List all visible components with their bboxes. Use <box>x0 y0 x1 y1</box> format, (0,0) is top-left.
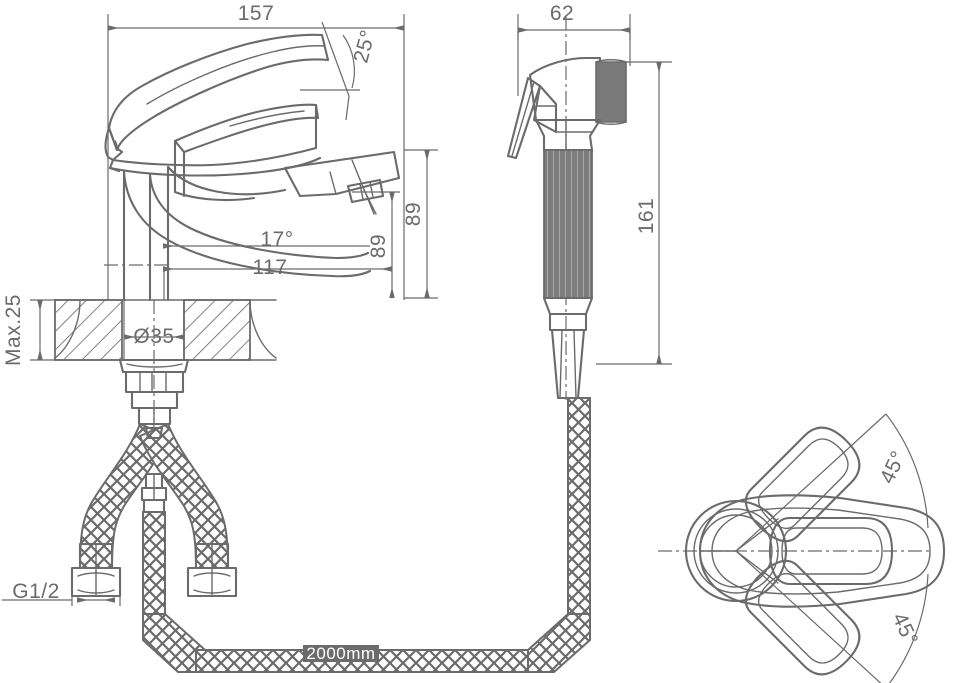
dim-swing-upper-label: 45° <box>876 447 911 487</box>
dim-handle-angle-label: 17° <box>260 228 293 251</box>
dim-overall-width-label: 157 <box>238 2 275 25</box>
dim-thread-size-label: G1/2 <box>12 580 60 603</box>
dim-hose-length-label: 2000mm <box>306 644 375 663</box>
dim-spray-width-label: 62 <box>550 2 574 25</box>
faucet-body-outline <box>104 33 401 302</box>
supply-hoses <box>2 422 238 606</box>
dim-counter-thickness-label: Max.25 <box>2 294 25 366</box>
dim-body-height-label: 89 <box>402 202 425 226</box>
top-view <box>658 413 946 683</box>
dim-swing-lower-label: 45° <box>887 609 922 649</box>
dim-spray-height-label: 161 <box>635 198 658 235</box>
mounting-hardware <box>118 300 190 430</box>
diverter-hose <box>140 397 591 673</box>
dim-spout-reach-label: 117 <box>253 256 288 279</box>
front-elevation-dimension-frame <box>104 14 438 300</box>
countertop-section <box>30 299 277 361</box>
spray-head <box>506 14 672 400</box>
dim-mounting-hole-label: Ø35 <box>133 325 174 348</box>
dim-spout-angle-label: 25° <box>349 27 380 65</box>
dim-spout-height-label: 89 <box>367 234 390 258</box>
